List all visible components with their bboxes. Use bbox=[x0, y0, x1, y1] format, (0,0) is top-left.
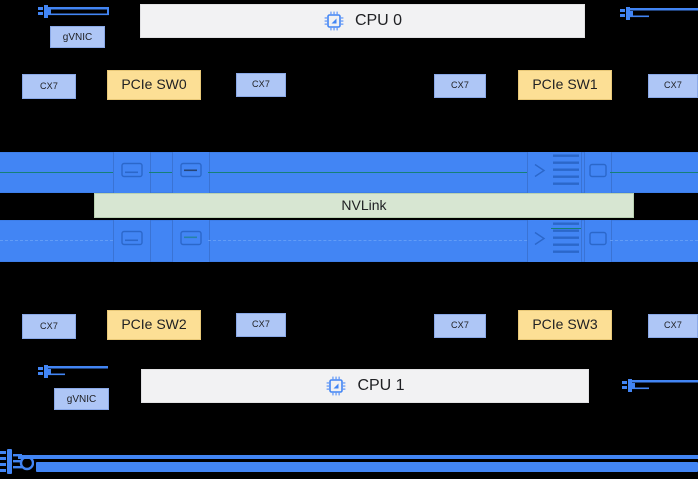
nvlink-box[interactable]: NVLink bbox=[94, 193, 634, 218]
cpu0-label: CPU 0 bbox=[354, 12, 403, 30]
gpu-icon bbox=[121, 229, 143, 254]
cx7-box-bottom-1[interactable]: CX7 bbox=[236, 313, 286, 337]
gpu-unit bbox=[584, 220, 612, 262]
cpu1-label: CPU 1 bbox=[357, 377, 405, 395]
gvnic-label-bottom: gVNIC bbox=[66, 393, 97, 405]
cx7-box-bottom-0[interactable]: CX7 bbox=[22, 314, 76, 339]
gvnic-label-top: gVNIC bbox=[62, 31, 93, 43]
pcie-switch-label: PCIe SW1 bbox=[532, 76, 598, 93]
cx7-box-bottom-3[interactable]: CX7 bbox=[648, 314, 698, 338]
cx7-label: CX7 bbox=[663, 320, 683, 331]
network-switch-icon bbox=[0, 447, 34, 479]
network-fabric-bar bbox=[36, 462, 698, 472]
gpu-band-upper bbox=[0, 152, 698, 193]
gpu-icon bbox=[180, 160, 202, 185]
cx7-label: CX7 bbox=[39, 320, 59, 331]
cpu-chip-icon-bottom bbox=[325, 375, 347, 397]
network-nic-icon-top-left bbox=[38, 4, 118, 22]
gvnic-box-top[interactable]: gVNIC bbox=[50, 26, 105, 48]
cpu-chip-icon-top bbox=[323, 10, 345, 32]
gpu-unit bbox=[551, 220, 582, 262]
cpu0-box[interactable]: CPU 0 bbox=[140, 4, 585, 38]
network-fabric-bar-top bbox=[18, 455, 698, 459]
network-nic-icon-top-right bbox=[620, 6, 698, 24]
cpu1-box[interactable]: CPU 1 bbox=[141, 369, 589, 403]
gpu-icon bbox=[589, 160, 607, 185]
gpu-unit bbox=[172, 152, 210, 193]
gpu-unit bbox=[584, 152, 612, 193]
nvlink-label: NVLink bbox=[341, 196, 387, 213]
cx7-box-top-3[interactable]: CX7 bbox=[648, 74, 698, 98]
gpu-unit bbox=[527, 152, 553, 193]
gvnic-box-bottom[interactable]: gVNIC bbox=[54, 388, 109, 410]
gpu-unit bbox=[172, 220, 210, 262]
gpu-icon bbox=[532, 229, 548, 254]
gpu-unit bbox=[113, 220, 151, 262]
cx7-box-bottom-2[interactable]: CX7 bbox=[434, 314, 486, 338]
cx7-label: CX7 bbox=[251, 79, 271, 90]
pcie-switch-label: PCIe SW3 bbox=[532, 316, 598, 333]
cx7-label: CX7 bbox=[251, 319, 271, 330]
cx7-label: CX7 bbox=[663, 80, 683, 91]
pcie-sw3-box[interactable]: PCIe SW3 bbox=[518, 310, 612, 340]
cx7-box-top-1[interactable]: CX7 bbox=[236, 73, 286, 97]
gpu-stack-icon bbox=[552, 222, 580, 261]
gpu-icon bbox=[589, 229, 607, 254]
pcie-sw0-box[interactable]: PCIe SW0 bbox=[107, 70, 201, 100]
gpu-unit bbox=[527, 220, 553, 262]
network-nic-icon-bottom-right bbox=[622, 378, 698, 396]
pcie-sw1-box[interactable]: PCIe SW1 bbox=[518, 70, 612, 100]
pcie-sw2-box[interactable]: PCIe SW2 bbox=[107, 310, 201, 340]
network-nic-icon-bottom-left bbox=[38, 364, 108, 382]
gpu-icon bbox=[121, 160, 143, 185]
gpu-icon bbox=[180, 229, 202, 254]
cx7-box-top-2[interactable]: CX7 bbox=[434, 74, 486, 98]
cx7-label: CX7 bbox=[39, 80, 59, 91]
gpu-stack-icon bbox=[552, 153, 580, 192]
pcie-switch-label: PCIe SW0 bbox=[121, 76, 187, 93]
cx7-label: CX7 bbox=[450, 320, 470, 331]
gpu-icon bbox=[532, 160, 548, 185]
pcie-switch-label: PCIe SW2 bbox=[121, 316, 187, 333]
gpu-band-lower bbox=[0, 220, 698, 262]
cx7-box-top-0[interactable]: CX7 bbox=[22, 74, 76, 99]
gpu-unit bbox=[551, 152, 582, 193]
gpu-unit bbox=[113, 152, 151, 193]
cx7-label: CX7 bbox=[450, 80, 470, 91]
